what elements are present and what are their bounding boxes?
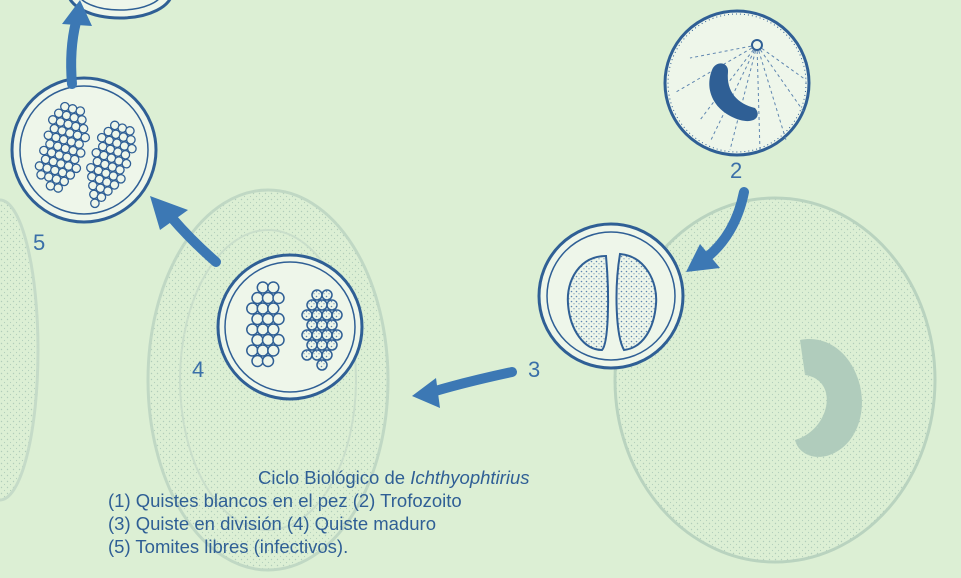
stage-2-trophozoite xyxy=(665,11,809,155)
stage-label-3: 3 xyxy=(528,357,540,383)
cell xyxy=(91,199,99,207)
cell xyxy=(322,330,332,340)
cell xyxy=(307,320,317,330)
stage-label-2: 2 xyxy=(730,158,742,184)
caption-line-2: (3) Quiste en división (4) Quiste maduro xyxy=(108,512,668,535)
cell xyxy=(247,324,258,335)
cell xyxy=(322,310,332,320)
cell xyxy=(317,320,327,330)
caption-title-genus: Ichthyophtirius xyxy=(410,467,529,488)
cell xyxy=(302,330,312,340)
cell xyxy=(268,303,279,314)
cell xyxy=(252,335,263,346)
cell xyxy=(312,290,322,300)
cell xyxy=(257,282,268,293)
cell xyxy=(327,300,337,310)
cell xyxy=(307,340,317,350)
caption-line-3: (5) Tomites libres (infectivos). xyxy=(108,535,668,558)
cell xyxy=(273,293,284,304)
cell xyxy=(252,314,263,325)
stage-5-free-tomites xyxy=(12,78,156,222)
cell xyxy=(273,335,284,346)
cell xyxy=(257,303,268,314)
cell xyxy=(302,310,312,320)
cell xyxy=(273,314,284,325)
cell xyxy=(312,350,322,360)
cell xyxy=(317,360,327,370)
cell xyxy=(327,340,337,350)
stage-4-mature-cyst xyxy=(218,255,362,399)
cell xyxy=(252,356,263,367)
cell xyxy=(268,345,279,356)
cell xyxy=(317,300,327,310)
cell xyxy=(302,350,312,360)
cell xyxy=(317,340,327,350)
stage-label-5: 5 xyxy=(33,230,45,256)
cell xyxy=(263,293,274,304)
cell xyxy=(268,324,279,335)
cell xyxy=(312,310,322,320)
cell xyxy=(322,290,332,300)
cell xyxy=(247,303,258,314)
cell xyxy=(263,356,274,367)
stage-3-dividing-cyst xyxy=(539,224,683,368)
figure-caption: Ciclo Biológico de Ichthyophtirius (1) Q… xyxy=(108,466,668,558)
cell xyxy=(247,345,258,356)
cell xyxy=(312,330,322,340)
cell xyxy=(332,310,342,320)
cell xyxy=(263,335,274,346)
caption-line-1: (1) Quistes blancos en el pez (2) Trofoz… xyxy=(108,489,668,512)
cell xyxy=(332,330,342,340)
cell xyxy=(257,345,268,356)
cell xyxy=(263,314,274,325)
cell xyxy=(307,300,317,310)
cell xyxy=(327,320,337,330)
cell xyxy=(252,293,263,304)
stage-label-4: 4 xyxy=(192,357,204,383)
arrow-3-to-4 xyxy=(412,372,512,408)
cell xyxy=(268,282,279,293)
cell xyxy=(257,324,268,335)
cell xyxy=(54,184,62,192)
cell xyxy=(322,350,332,360)
caption-title-prefix: Ciclo Biológico de xyxy=(258,467,405,488)
caption-title: Ciclo Biológico de Ichthyophtirius xyxy=(108,466,668,489)
